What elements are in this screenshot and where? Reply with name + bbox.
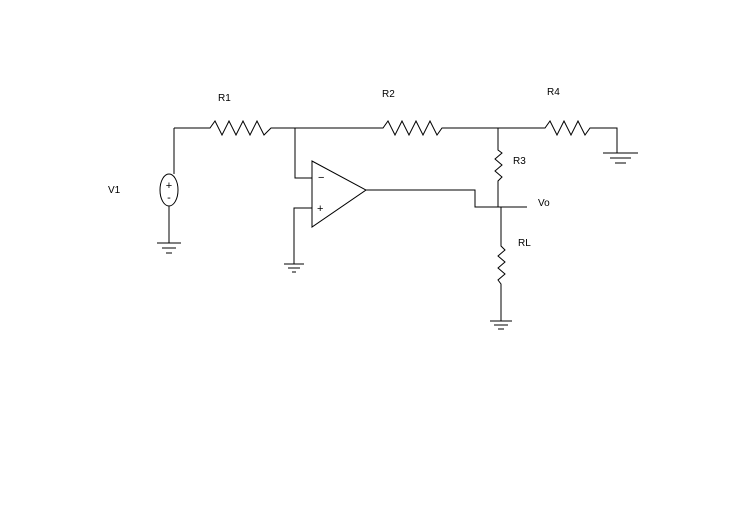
vo-label: Vo	[538, 198, 550, 209]
opamp-noninverting-sign: +	[317, 203, 323, 215]
resistor-r4	[540, 119, 618, 153]
r1-label: R1	[218, 93, 231, 104]
source-minus-sign: -	[167, 192, 171, 204]
ground-icon	[284, 263, 304, 273]
resistor-r2	[378, 119, 498, 137]
r2-label: R2	[382, 89, 395, 100]
r3-label: R3	[513, 156, 526, 167]
rl-label: RL	[518, 238, 531, 249]
wire-inverting-input	[294, 128, 312, 179]
opamp: − +	[311, 160, 367, 228]
r4-label: R4	[547, 87, 560, 98]
source-plus-sign: +	[166, 180, 172, 192]
opamp-inverting-sign: −	[318, 172, 324, 184]
voltage-source-v1: + -	[159, 128, 179, 243]
ground-icon	[603, 152, 638, 164]
resistor-rl	[497, 207, 506, 321]
v1-label: V1	[108, 185, 121, 196]
resistor-r3	[494, 128, 503, 207]
wire-opamp-output	[366, 189, 501, 208]
resistor-r1	[195, 119, 295, 137]
ground-icon	[157, 242, 181, 254]
wire-noninverting-input	[293, 207, 312, 264]
ground-icon	[490, 320, 512, 330]
